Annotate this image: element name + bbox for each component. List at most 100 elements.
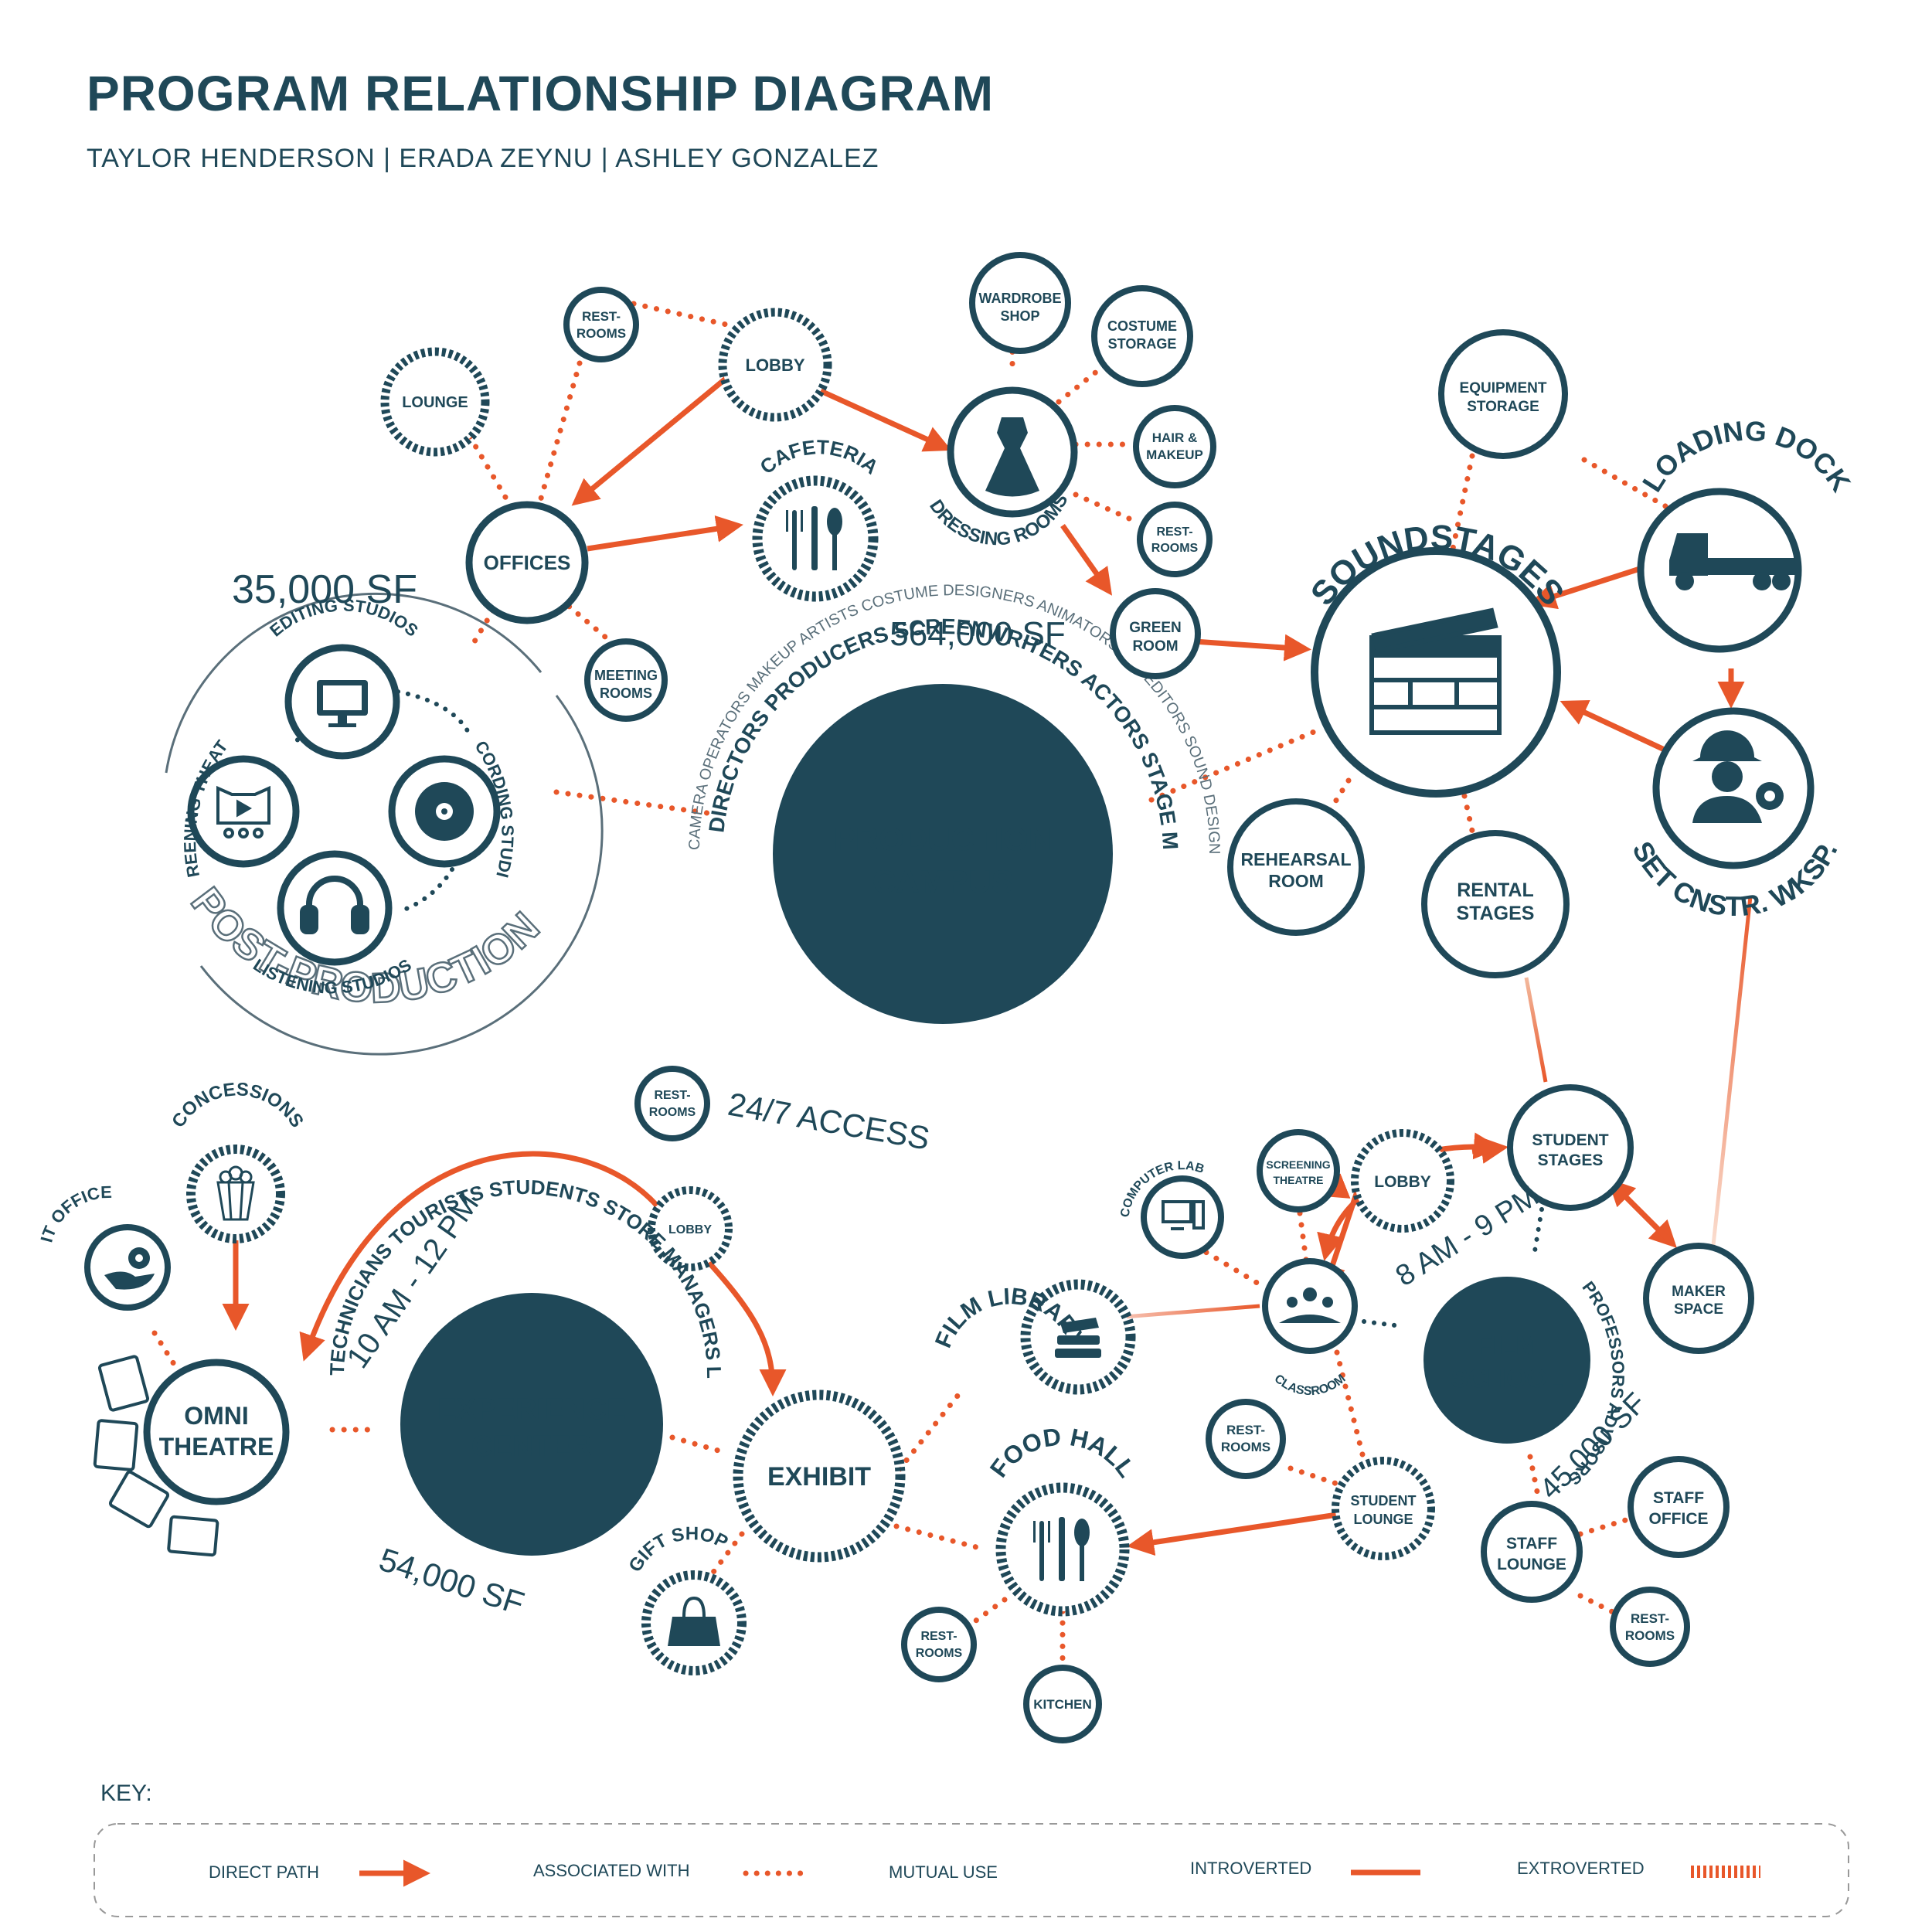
- node-label-line: OMNI: [184, 1402, 249, 1430]
- restrooms-food-node[interactable]: [901, 1607, 977, 1682]
- node-label-line: STORAGE: [1467, 399, 1539, 415]
- production-hours: 24/7 ACCESS: [726, 1086, 933, 1157]
- it-office-node[interactable]: [84, 1224, 171, 1311]
- node-label-line: REST-: [920, 1630, 957, 1643]
- legend-box: [94, 1823, 1849, 1917]
- truck-icon: [1669, 533, 1797, 590]
- svg-text:CONCESSIONS: CONCESSIONS: [168, 1079, 308, 1131]
- node-label-line: REST-: [654, 1089, 690, 1102]
- gift-shop-label: GIFT SHOP: [624, 1523, 731, 1576]
- node-label-line: REST-: [1156, 526, 1192, 539]
- direct-links: [222, 372, 1745, 1556]
- student-lounge-node[interactable]: [1332, 1457, 1435, 1560]
- node-label-line: MEETING: [594, 668, 658, 683]
- maker-space-node[interactable]: [1643, 1243, 1754, 1354]
- computer-lab-node[interactable]: [1141, 1175, 1224, 1259]
- key-extroverted: EXTROVERTED: [1517, 1859, 1645, 1878]
- lobby-school-node[interactable]: [1351, 1129, 1454, 1233]
- node-label-line: REHEARSAL: [1240, 849, 1351, 869]
- page-title: PROGRAM RELATIONSHIP DIAGRAM: [87, 66, 995, 121]
- production-campus-hub: PRODUCTION CAMPUS 564,000 SF 24/7 ACCESS…: [0, 0, 1223, 1157]
- key-associated: ASSOCIATED WITH: [533, 1861, 690, 1880]
- node-label-line: SCREENING: [1266, 1158, 1330, 1171]
- hand-gear-icon: [104, 1247, 155, 1290]
- lounge-node[interactable]: [380, 347, 490, 457]
- staff-office-node[interactable]: [1628, 1456, 1730, 1558]
- offices-node[interactable]: [465, 501, 589, 624]
- restrooms-school-node[interactable]: [1206, 1399, 1286, 1479]
- node-label-line: STUDENT: [1532, 1131, 1608, 1149]
- hair-makeup-node[interactable]: [1133, 405, 1216, 488]
- wardrobe-node[interactable]: [969, 252, 1071, 354]
- student-stages-node[interactable]: [1507, 1084, 1634, 1211]
- node-label-line: STORAGE: [1108, 336, 1177, 352]
- node-label-line: MAKER: [1672, 1284, 1726, 1300]
- screening-icon: [216, 785, 270, 838]
- node-label-line: ROOMS: [649, 1106, 696, 1119]
- node-label-line: THEATRE: [1273, 1174, 1323, 1186]
- experience-center-circle[interactable]: [400, 1293, 663, 1556]
- svg-text:FOOD HALL: FOOD HALL: [985, 1423, 1141, 1483]
- exhibit-node[interactable]: [733, 1389, 906, 1563]
- restrooms-exp-node[interactable]: [634, 1066, 710, 1141]
- restrooms-dress-node[interactable]: [1137, 502, 1213, 577]
- green-room-node[interactable]: [1110, 588, 1201, 679]
- node-label-line: STAFF: [1653, 1489, 1704, 1507]
- node-label-line: REST-: [1631, 1611, 1669, 1626]
- film-school-circle[interactable]: [1423, 1277, 1590, 1444]
- experience-label-2: CENTER: [471, 1430, 592, 1463]
- shopping-bag-icon: [668, 1596, 720, 1646]
- concessions-label: CONCESSIONS: [168, 1079, 308, 1131]
- svg-text:CLASSROOM: CLASSROOM: [1272, 1372, 1349, 1399]
- kitchen-label: KITCHEN: [1033, 1697, 1092, 1712]
- production-label-2: CAMPUS: [872, 863, 1013, 900]
- production-campus-circle[interactable]: [773, 684, 1113, 1024]
- node-label-line: STAFF: [1506, 1535, 1557, 1553]
- classroom-node[interactable]: [1262, 1258, 1358, 1354]
- screening-theatre-node[interactable]: [1257, 1129, 1340, 1213]
- rental-stages-node[interactable]: [1421, 830, 1570, 978]
- key-direct: DIRECT PATH: [209, 1862, 319, 1882]
- node-label-line: SHOP: [1000, 308, 1039, 324]
- restrooms-staff-node[interactable]: [1610, 1587, 1690, 1667]
- node-label-line: LOUNGE: [1353, 1512, 1413, 1527]
- people-icon: [1279, 1287, 1341, 1323]
- lobby-exp-label: LOBBY: [668, 1223, 712, 1236]
- lounge-label: LOUNGE: [402, 394, 468, 411]
- listening-studios-circle[interactable]: [277, 850, 393, 966]
- rehearsal-room-node[interactable]: [1227, 798, 1365, 936]
- cafeteria-label: CAFETERIA: [755, 435, 883, 478]
- node-label-line: SPACE: [1674, 1301, 1723, 1318]
- loading-dock-label: LOADING DOCK: [1636, 414, 1857, 497]
- concessions-node[interactable]: [186, 1145, 285, 1243]
- costume-node[interactable]: [1091, 285, 1193, 387]
- equipment-storage-node[interactable]: [1438, 329, 1568, 459]
- node-label-line: GREEN: [1129, 620, 1182, 636]
- office-cluster: REST- ROOMS LOUNGE LOBBY OFFICES MEETING…: [380, 287, 883, 722]
- svg-text:LOADING DOCK: LOADING DOCK: [1636, 414, 1857, 497]
- node-label-line: THEATRE: [159, 1433, 274, 1461]
- node-label-line: MAKEUP: [1146, 447, 1203, 462]
- production-area: 564,000 SF: [889, 615, 1066, 653]
- kitchen-node[interactable]: [1023, 1665, 1102, 1743]
- film-strip-icons: [93, 1355, 219, 1557]
- lobby-top-node[interactable]: [718, 308, 832, 422]
- lobby-exp-node[interactable]: [648, 1186, 733, 1271]
- utensils-icon: [1033, 1517, 1090, 1581]
- node-label-line: EQUIPMENT: [1460, 380, 1547, 396]
- restrooms-top-l1: REST-: [582, 309, 621, 324]
- headphones-icon: [300, 876, 369, 934]
- node-label-line: HAIR &: [1152, 430, 1198, 445]
- postprod-area: 35,000 SF: [232, 567, 417, 612]
- staff-lounge-node[interactable]: [1481, 1501, 1583, 1603]
- node-label-line: OFFICE: [1649, 1510, 1709, 1528]
- restrooms-top-node[interactable]: [563, 287, 639, 362]
- authors: TAYLOR HENDERSON | ERADA ZEYNU | ASHLEY …: [87, 144, 879, 173]
- node-label-line: STAGES: [1538, 1151, 1604, 1169]
- legend: KEY: DIRECT PATH ASSOCIATED WITH MUTUAL …: [94, 1781, 1849, 1917]
- meeting-rooms-node[interactable]: [584, 638, 668, 722]
- experience-label-1: EXPERIENCE: [437, 1393, 627, 1426]
- node-label-line: ROOM: [1268, 871, 1324, 891]
- omni-theatre-node[interactable]: [143, 1359, 290, 1505]
